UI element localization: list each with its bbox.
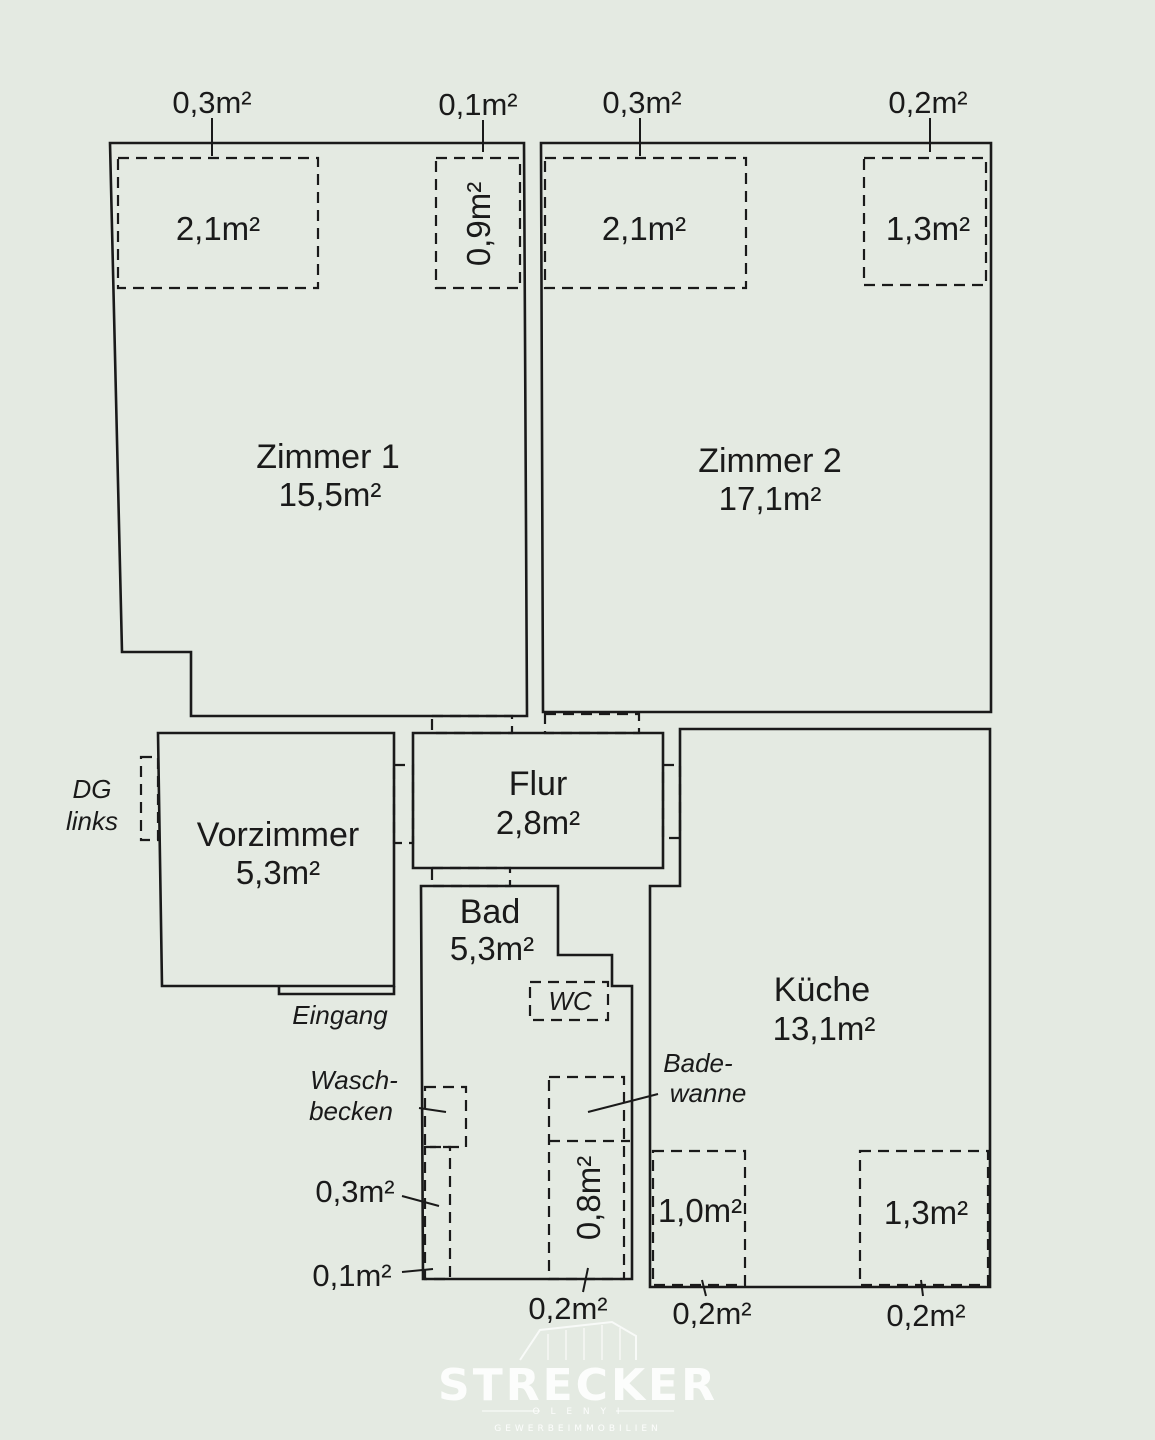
kueche-walls [648, 727, 992, 1289]
leader-lines [211, 118, 931, 1297]
badewanne-line2: wanne [670, 1078, 747, 1108]
badewanne-line1: Bade- [663, 1048, 733, 1078]
zimmer2-name: Zimmer 2 [698, 442, 842, 480]
eingang-label: Eingang [292, 1000, 388, 1030]
zimmer1-area: 15,5m² [279, 476, 382, 513]
flur-name: Flur [509, 765, 568, 803]
logo-building-icon [519, 1320, 637, 1361]
vorzimmer-area: 5,3m² [236, 854, 320, 891]
z2-top-left-area: 0,3m² [602, 85, 681, 120]
kueche-area: 13,1m² [773, 1010, 876, 1047]
eingang-step [277, 986, 396, 996]
z2-sub-right-area: 1,3m² [886, 210, 970, 247]
kueche-sub-right-area: 1,3m² [884, 1194, 968, 1231]
dg-links-line1: DG [73, 774, 112, 804]
logo-sub2: GEWERBEIMMOBILIEN [494, 1424, 662, 1434]
z1-top-right-area: 0,1m² [438, 87, 517, 122]
waschbecken-line1: Wasch- [310, 1065, 398, 1095]
zimmer2-area: 17,1m² [719, 480, 822, 517]
strecker-logo: STRECKER O L E N Y I GEWERBEIMMOBILIEN [438, 1320, 718, 1434]
zimmer1-walls [108, 141, 529, 718]
bad-left-lower-area: 0,1m² [312, 1258, 391, 1293]
z2-sub-left-area: 2,1m² [602, 210, 686, 247]
dashed-sub-areas [116, 156, 990, 1287]
bad-bottom-area: 0,2m² [528, 1291, 607, 1326]
door-openings [139, 712, 682, 888]
zimmer1-name: Zimmer 1 [256, 438, 400, 476]
bad-left-upper-area: 0,3m² [315, 1174, 394, 1209]
logo-name: STRECKER [438, 1360, 718, 1411]
z1-sub-right-area: 0,9m² [460, 182, 497, 266]
z1-sub-left-area: 2,1m² [176, 210, 260, 247]
z1-top-left-area: 0,3m² [172, 85, 251, 120]
z2-top-right-area: 0,2m² [888, 85, 967, 120]
logo-sub1: O L E N Y I [533, 1407, 624, 1417]
bad-name: Bad [460, 893, 521, 931]
kueche-bottom-left-area: 0,2m² [672, 1296, 751, 1331]
vorzimmer-name: Vorzimmer [197, 816, 359, 854]
kueche-bottom-right-area: 0,2m² [886, 1298, 965, 1333]
bad-area: 5,3m² [450, 930, 534, 967]
kueche-name: Küche [774, 971, 870, 1009]
flur-area: 2,8m² [496, 804, 580, 841]
zimmer2-walls [539, 141, 993, 714]
bad-tub-area: 0,8m² [570, 1156, 607, 1240]
kueche-sub-left-area: 1,0m² [658, 1192, 742, 1229]
waschbecken-line2: becken [309, 1096, 393, 1126]
bad-walls [419, 884, 634, 1281]
wc-label: WC [548, 986, 592, 1016]
dg-links-line2: links [66, 806, 118, 836]
